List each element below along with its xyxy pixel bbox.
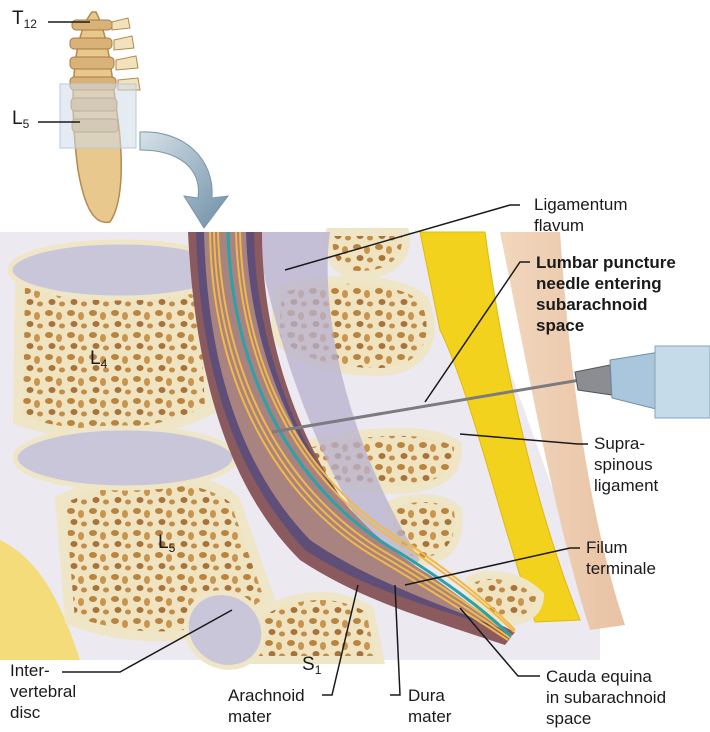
label-t12: T12: [12, 8, 37, 31]
label-l5: L5: [158, 532, 175, 555]
label-supraspinous-ligament: Supra- spinous ligament: [594, 433, 658, 496]
disc-l4-l5: [15, 428, 235, 488]
label-dura-mater: Dura mater: [408, 685, 451, 727]
lumbar-region-highlight: [60, 84, 136, 148]
label-intervertebral-disc: Inter- vertebral disc: [10, 660, 76, 723]
zoom-arrow: [140, 132, 228, 228]
s1-vertebral-body: [250, 596, 380, 660]
label-l5-overview: L5: [12, 108, 29, 131]
label-arachnoid-mater: Arachnoid mater: [228, 685, 305, 727]
spine-overview: [60, 12, 140, 222]
label-cauda-equina: Cauda equina in subarachnoid space: [546, 666, 666, 729]
label-s1: S1: [302, 654, 321, 677]
label-filum-terminale: Filum terminale: [586, 537, 656, 579]
label-lumbar-puncture-needle: Lumbar puncture needle entering subarach…: [536, 252, 676, 336]
label-ligamentum-flavum: Ligamentum flavum: [534, 194, 628, 236]
label-l4: L4: [90, 348, 107, 371]
